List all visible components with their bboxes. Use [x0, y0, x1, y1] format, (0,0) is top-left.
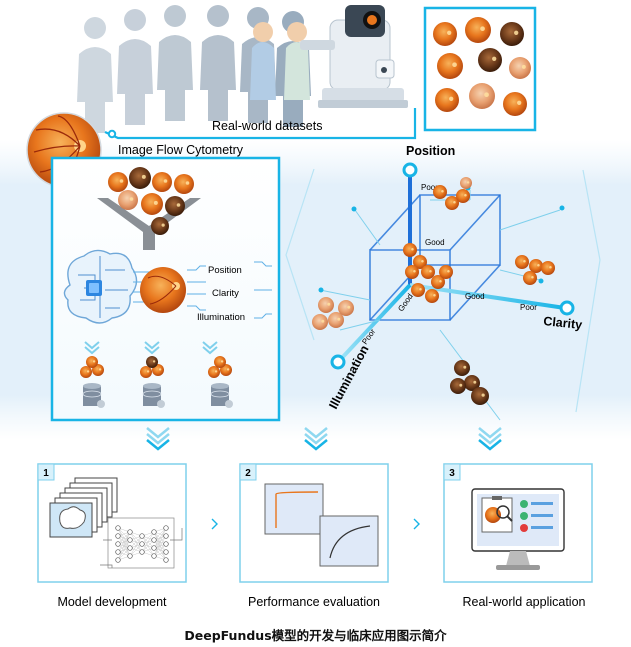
fundus-thumbnail: [140, 366, 152, 378]
classified-databases: [80, 356, 233, 408]
fundus-thumbnail: [151, 217, 169, 235]
fundus-thumbnail: [465, 17, 491, 43]
step-2-number: 2: [245, 468, 251, 479]
flow-label-clarity: Clarity: [212, 288, 239, 299]
database-icon: [210, 383, 233, 408]
fundus-thumbnail: [214, 356, 226, 368]
fundus-thumbnail: [433, 22, 457, 46]
fundus-thumbnail: [469, 83, 495, 109]
fundus-thumbnail: [503, 92, 527, 116]
step-3-label: Real-world application: [463, 595, 586, 609]
position-poor-label: Poor: [421, 183, 438, 192]
step-1-label: Model development: [57, 595, 167, 609]
database-icon: [82, 383, 105, 408]
brain-network-icon: [63, 249, 138, 324]
image-stack-icon: [49, 477, 118, 538]
fundus-thumbnail: [403, 243, 417, 257]
step-3-number: 3: [449, 468, 455, 479]
fundus-thumbnail: [413, 255, 427, 269]
axis-label-clarity: Clarity: [543, 314, 583, 332]
output-circuit-lines: [187, 261, 272, 319]
monitor-icon: [471, 488, 565, 570]
fundus-thumbnail: [118, 190, 138, 210]
fundus-thumbnail: [454, 360, 470, 376]
fundus-thumbnail: [146, 356, 158, 368]
quality-fundus-clusters: [312, 177, 555, 405]
fundus-thumbnail: [425, 289, 439, 303]
fundus-thumbnail: [431, 275, 445, 289]
fundus-thumbnail: [500, 22, 524, 46]
step-arrows: [211, 518, 420, 530]
person-silhouette: [157, 5, 193, 121]
flow-chevrons: [84, 341, 218, 355]
person-silhouette: [200, 5, 236, 121]
funnel-fundus-images: [108, 167, 194, 235]
flow-label-position: Position: [208, 265, 242, 276]
axis-label-position: Position: [406, 144, 455, 158]
fundus-thumbnail: [529, 259, 543, 273]
step-1-panel: 1: [37, 463, 187, 583]
fundus-thumbnail: [439, 265, 453, 279]
fundus-thumbnail: [464, 375, 480, 391]
fundus-thumbnail: [80, 366, 92, 378]
fundus-thumbnail: [421, 265, 435, 279]
flow-label-illumination: Illumination: [197, 312, 245, 323]
step-2-panel: 2: [239, 463, 389, 583]
fundus-thumbnail: [165, 196, 185, 216]
fundus-thumbnail: [515, 255, 529, 269]
person-silhouette: [77, 17, 113, 133]
step-3-panel: 3: [443, 463, 593, 583]
patients-illustration: [77, 5, 311, 133]
position-good-label: Good: [425, 238, 445, 247]
fundus-thumbnail: [129, 167, 151, 189]
fundus-thumbnail: [141, 193, 163, 215]
fundus-thumbnail: [86, 356, 98, 368]
clarity-good-label: Good: [465, 292, 485, 301]
fundus-thumbnail: [435, 88, 459, 112]
fundus-thumbnail: [318, 297, 334, 313]
person-silhouette: [117, 9, 153, 125]
step-2-label: Performance evaluation: [248, 595, 380, 609]
image-flow-cytometry-title: Image Flow Cytometry: [118, 143, 244, 157]
fundus-thumbnail: [328, 312, 344, 328]
fundus-thumbnail: [108, 172, 128, 192]
curve-plot-icon: [319, 515, 379, 567]
fundus-thumbnail: [174, 174, 194, 194]
fundus-thumbnail: [509, 57, 531, 79]
fundus-thumbnail: [478, 48, 502, 72]
fundus-thumbnail: [433, 185, 447, 199]
database-icon: [142, 383, 165, 408]
clarity-poor-label: Poor: [520, 303, 537, 312]
figure-caption: DeepFundus模型的开发与临床应用图示简介: [184, 628, 447, 643]
fundus-thumbnail: [437, 53, 463, 79]
fundus-thumbnail: [312, 314, 328, 330]
real-world-datasets-label: Real-world datasets: [212, 119, 322, 133]
fundus-thumbnail: [208, 366, 220, 378]
dataset-fundus-images: [433, 17, 531, 116]
fundus-thumbnail: [405, 265, 419, 279]
section-chevrons: [146, 427, 502, 451]
fundus-thumbnail: [523, 271, 537, 285]
fundus-thumbnail: [471, 387, 489, 405]
fundus-thumbnail: [338, 300, 354, 316]
fundus-thumbnail: [152, 172, 172, 192]
analyzed-fundus-icon: [140, 267, 186, 313]
step-1-number: 1: [43, 468, 49, 479]
fundus-thumbnail: [411, 283, 425, 297]
fundus-thumbnail: [460, 177, 472, 189]
fundus-thumbnail: [541, 261, 555, 275]
neural-network-nodes: [115, 525, 169, 563]
fundus-camera-icon: [300, 5, 408, 108]
fundus-thumbnail: [445, 196, 459, 210]
fundus-thumbnail: [456, 189, 470, 203]
fundus-thumbnail: [450, 378, 466, 394]
